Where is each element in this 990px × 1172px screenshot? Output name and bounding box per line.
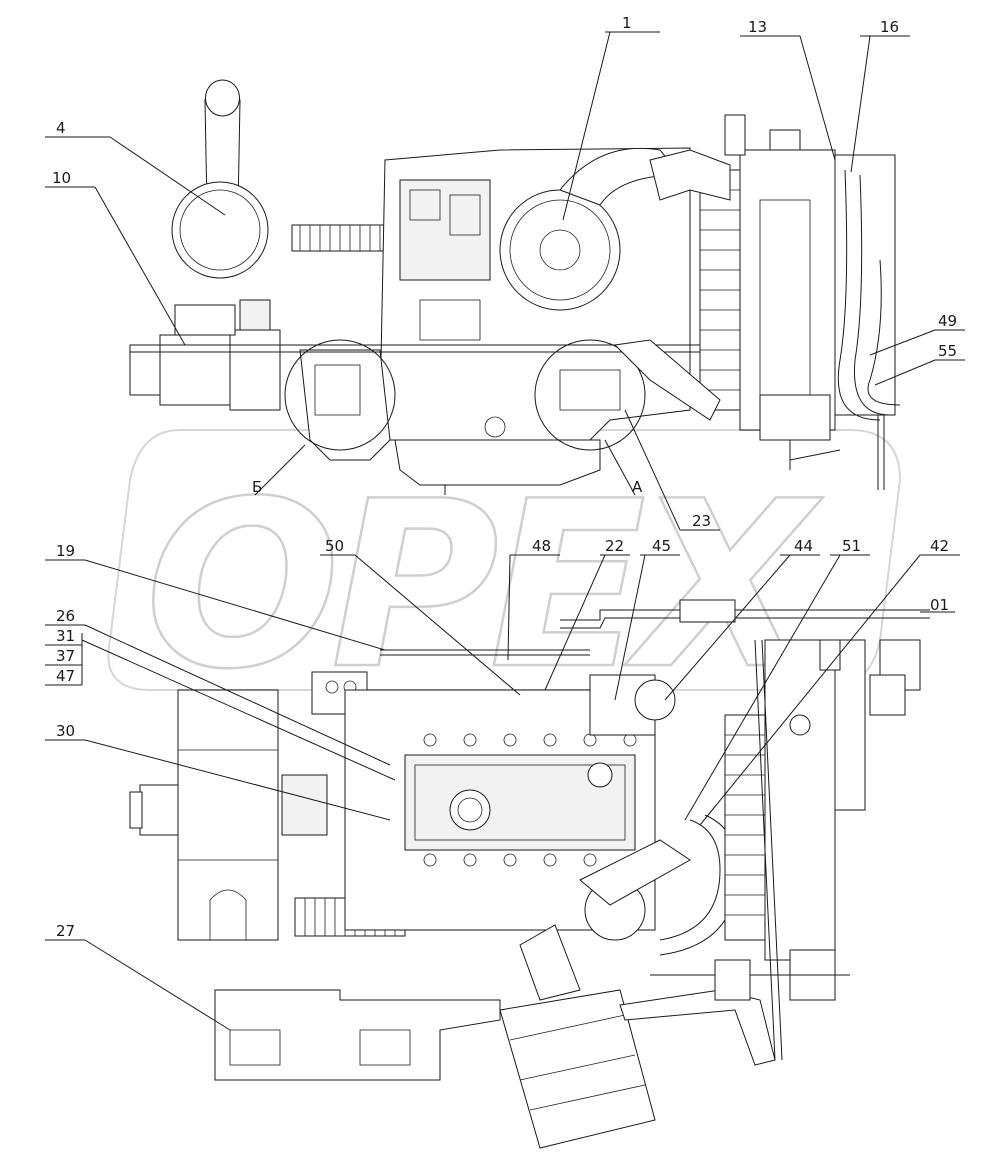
air-filter [171,181,269,279]
filter-housing [834,154,896,416]
callout-23: 23 [692,512,711,530]
callout-55: 55 [938,342,957,360]
callout-22: 22 [605,537,624,555]
detail-circle-b [284,339,396,451]
bottom-engine-view [129,599,930,1149]
callout-b: Б [252,478,262,496]
watermark: OPEX [107,429,902,721]
watermark-text: OPEX [145,453,823,720]
callout-10: 10 [52,169,71,187]
intercooler-hose [659,819,721,941]
top-engine-view [129,79,901,495]
callout-47: 47 [56,667,75,685]
callout-49: 49 [938,312,957,330]
valve-block [789,639,921,736]
callout-19: 19 [56,542,75,560]
callout-labels: 1 4 10 13 16 49 55 23 Б А 19 50 48 22 45… [52,14,957,940]
charge-air-pipe [649,149,731,201]
callout-30: 30 [56,722,75,740]
outlet-pipe [619,989,776,1066]
turbocharger [499,189,621,311]
mounting-plate [214,989,501,1081]
hydraulic-pump-top [139,784,179,836]
detail-circle-a [534,339,646,451]
callout-44: 44 [794,537,813,555]
leader-lines [45,31,965,1031]
callout-01: 01 [930,596,949,614]
radiator-frame [739,149,836,431]
radiator-frame-top [764,639,836,961]
engine-mount-b [299,349,391,461]
callout-51: 51 [842,537,861,555]
expansion-tank [759,394,831,441]
air-cleaner-box [177,689,279,941]
callout-13: 13 [748,18,767,36]
callout-50: 50 [325,537,344,555]
oil-filler-cap [587,762,613,788]
radiator-core-top [724,714,766,941]
callout-26: 26 [56,607,75,625]
oil-pan [394,439,601,486]
callout-48: 48 [532,537,551,555]
callout-16: 16 [880,18,899,36]
callout-a: А [632,478,643,496]
callout-37: 37 [56,647,75,665]
callout-42: 42 [930,537,949,555]
callout-27: 27 [56,922,75,940]
callout-1: 1 [622,14,632,32]
callout-31: 31 [56,627,75,645]
callout-45: 45 [652,537,671,555]
callout-4: 4 [56,119,66,137]
hydraulic-pump [159,334,231,406]
